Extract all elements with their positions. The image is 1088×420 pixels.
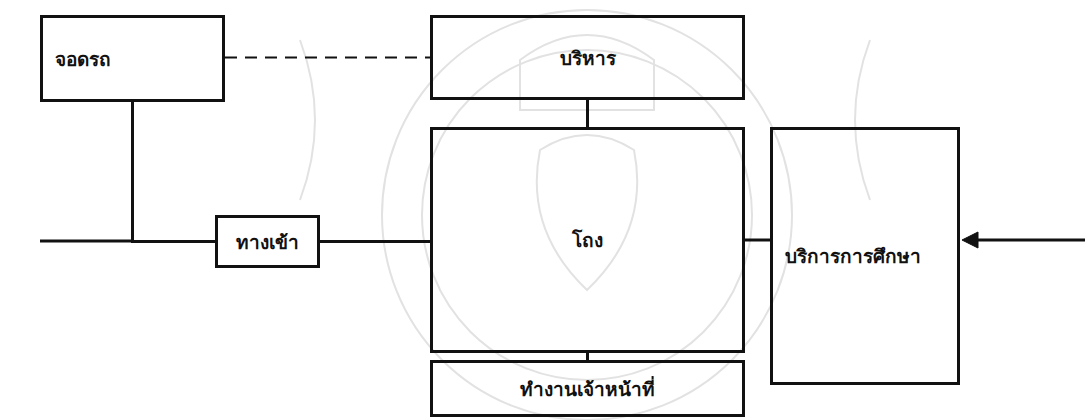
connector xyxy=(745,240,770,241)
connector xyxy=(133,102,216,242)
incoming-arrow-line xyxy=(975,239,1085,242)
connector xyxy=(587,353,588,360)
incoming-path xyxy=(40,240,133,243)
connector xyxy=(320,241,430,242)
incoming-arrowhead xyxy=(962,232,978,248)
staff-box: ทำงานเจ้าหน้าที่ xyxy=(430,360,745,417)
education-box: บริการการศึกษา xyxy=(770,127,960,385)
entrance-box: ทางเข้า xyxy=(215,215,320,268)
box-label: ทำงานเจ้าหน้าที่ xyxy=(520,374,655,404)
box-label: ทางเข้า xyxy=(236,227,299,257)
hall-box: โถง xyxy=(430,127,745,353)
watermark-seal xyxy=(300,10,870,420)
admin-box: บริหาร xyxy=(430,15,745,100)
box-label: โถง xyxy=(572,225,603,255)
box-label: บริหาร xyxy=(560,43,616,73)
parking-box: จอดรถ xyxy=(40,15,225,102)
connector xyxy=(587,100,588,127)
box-label: บริการการศึกษา xyxy=(785,241,921,271)
connector xyxy=(225,57,430,58)
box-label: จอดรถ xyxy=(55,44,111,74)
